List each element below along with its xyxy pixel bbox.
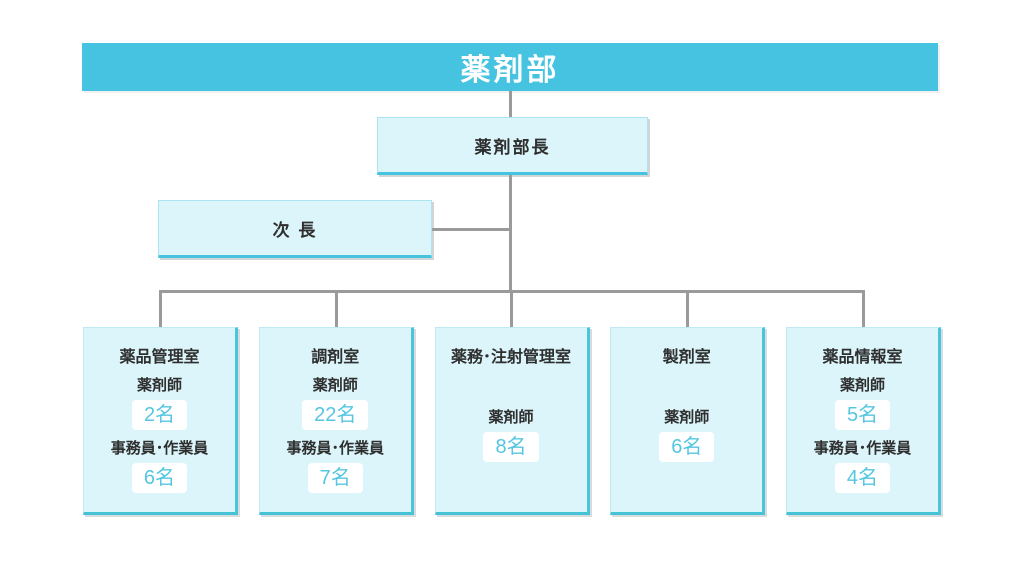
count-badge: 4名 — [834, 463, 891, 493]
department-banner-label: 薬剤部 — [460, 54, 560, 87]
dept-box-drug-management: 薬品管理室 薬剤師 2名 事務員･作業員 6名 — [83, 327, 238, 515]
role-label: 薬剤師 — [488, 408, 534, 426]
staff-group: 薬剤師 22名 — [302, 374, 369, 430]
connector-drop-1 — [159, 290, 162, 328]
dept-box-drug-information: 薬品情報室 薬剤師 5名 事務員･作業員 4名 — [786, 327, 941, 515]
role-label: 薬剤師 — [136, 377, 182, 394]
dept-title: 薬品管理室 — [119, 349, 200, 366]
role-label: 薬剤師 — [664, 408, 710, 426]
count-badge: 2名 — [131, 400, 188, 430]
department-banner: 薬剤部 — [82, 43, 938, 91]
dept-box-injection-management: 薬務･注射管理室 薬剤師 8名 — [434, 327, 590, 515]
director-box: 薬剤部長 — [377, 117, 648, 175]
staff-groups: 薬剤師 6名 — [613, 367, 760, 500]
role-label: 薬剤師 — [312, 377, 358, 394]
count-badge: 6名 — [131, 463, 188, 493]
department-row: 薬品管理室 薬剤師 2名 事務員･作業員 6名 調剤室 薬剤師 22名 事務員･… — [83, 327, 941, 515]
connector-deputy-branch — [432, 228, 510, 231]
dept-title: 薬品情報室 — [822, 349, 903, 366]
staff-groups: 薬剤師 22名 事務員･作業員 7名 — [262, 367, 409, 500]
count-badge: 5名 — [834, 400, 891, 430]
staff-group: 事務員･作業員 4名 — [813, 437, 912, 493]
connector-drop-2 — [335, 290, 338, 328]
count-badge: 6名 — [659, 431, 715, 462]
staff-group: 薬剤師 5名 — [834, 374, 891, 430]
count-badge: 8名 — [483, 431, 539, 462]
role-label: 事務員･作業員 — [110, 440, 209, 457]
staff-group: 薬剤師 2名 — [131, 374, 188, 430]
staff-group: 事務員･作業員 7名 — [286, 437, 384, 493]
deputy-director-box: 次 長 — [158, 200, 432, 258]
director-label: 薬剤部長 — [474, 137, 551, 157]
dept-box-formulation: 製剤室 薬剤師 6名 — [610, 327, 766, 515]
staff-group: 事務員･作業員 6名 — [110, 437, 209, 493]
count-badge: 22名 — [302, 400, 369, 430]
staff-groups: 薬剤師 2名 事務員･作業員 6名 — [86, 367, 233, 500]
staff-group: 薬剤師 8名 — [483, 406, 539, 462]
dept-title: 薬務･注射管理室 — [450, 349, 571, 366]
staff-groups: 薬剤師 5名 事務員･作業員 4名 — [789, 367, 936, 500]
connector-banner-to-director — [509, 91, 512, 117]
staff-groups: 薬剤師 8名 — [438, 367, 585, 500]
count-badge: 7名 — [307, 463, 363, 493]
role-label: 薬剤師 — [839, 377, 885, 394]
dept-title: 調剤室 — [311, 349, 360, 366]
connector-drop-3 — [510, 290, 513, 328]
dept-box-dispensing: 調剤室 薬剤師 22名 事務員･作業員 7名 — [258, 327, 414, 515]
connector-drop-5 — [862, 290, 865, 328]
deputy-director-label: 次 長 — [272, 220, 318, 240]
connector-director-to-bus — [509, 175, 512, 293]
role-label: 事務員･作業員 — [286, 440, 384, 457]
role-label: 事務員･作業員 — [813, 440, 912, 457]
staff-group: 薬剤師 6名 — [659, 406, 715, 462]
connector-drop-4 — [686, 290, 689, 328]
dept-title: 製剤室 — [662, 349, 711, 366]
